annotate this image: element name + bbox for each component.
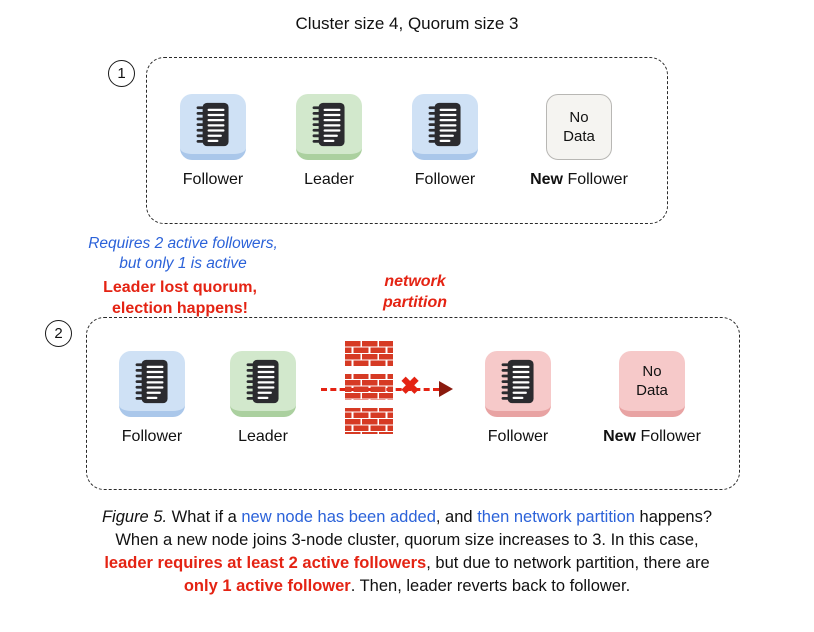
- node-label-rest: Follower: [567, 171, 628, 188]
- caption-line-2: When a new node joins 3-node cluster, qu…: [115, 531, 699, 549]
- network-partition-label: network partition: [355, 271, 475, 313]
- node-new-follower: No Data New Follower: [594, 351, 710, 446]
- notebook-icon: [426, 102, 464, 147]
- node-label-rest: Follower: [640, 428, 701, 445]
- notebook-icon: [310, 102, 348, 147]
- cluster-box-step-1: Follower Leader Follower No Data New Fol…: [146, 57, 668, 224]
- quorum-requirement-note: Requires 2 active followers, but only 1 …: [53, 234, 313, 274]
- caption-text: happens?: [634, 508, 713, 526]
- node-label: Follower: [121, 428, 183, 445]
- leader-tile: [230, 351, 296, 417]
- caption-highlight-red: only 1 active follower: [183, 577, 351, 595]
- figure-number: Figure 5.: [101, 508, 168, 526]
- caption-highlight-blue: then network partition: [477, 508, 635, 526]
- note-line: partition: [383, 294, 447, 311]
- node-label-bold: New: [530, 171, 563, 188]
- note-line: network: [384, 273, 446, 290]
- caption-line-3: leader requires at least 2 active follow…: [0, 552, 814, 575]
- caption-highlight-red: leader requires at least 2 active follow…: [104, 554, 427, 572]
- no-data-text: No Data: [563, 109, 595, 145]
- node-follower-1: Follower: [155, 94, 271, 189]
- node-label: Follower: [182, 171, 244, 188]
- node-label: Leader: [304, 171, 354, 188]
- step-2-badge: 2: [45, 320, 72, 347]
- note-line: but only 1 is active: [119, 255, 247, 272]
- node-follower-2: Follower: [387, 94, 503, 189]
- leader-tile: [296, 94, 362, 160]
- caption-line-1: Figure 5. What if a new node has been ad…: [0, 506, 814, 529]
- caption-text: , but due to network partition, there ar…: [426, 554, 710, 572]
- node-label: Leader: [238, 428, 288, 445]
- node-label: New Follower: [603, 428, 701, 446]
- notebook-icon: [194, 102, 232, 147]
- cluster-box-step-2: Follower Leader ✖: [86, 317, 740, 490]
- step-1-badge: 1: [108, 60, 135, 87]
- notebook-icon: [244, 359, 282, 404]
- caption-line-4: only 1 active follower. Then, leader rev…: [0, 575, 814, 598]
- election-note: Leader lost quorum, election happens!: [50, 277, 310, 319]
- blocked-x-icon: ✖: [399, 373, 421, 400]
- notebook-icon: [499, 359, 537, 404]
- note-line: election happens!: [111, 300, 249, 317]
- node-label: Follower: [414, 171, 476, 188]
- notebook-icon: [133, 359, 171, 404]
- no-data-tile: No Data: [619, 351, 685, 417]
- brick-wall-icon: [345, 341, 393, 434]
- caption-text: . Then, leader reverts back to follower.: [350, 577, 631, 595]
- follower-tile: [485, 351, 551, 417]
- note-line: Leader lost quorum,: [103, 279, 257, 296]
- no-data-tile: No Data: [546, 94, 612, 160]
- node-new-follower: No Data New Follower: [521, 94, 637, 189]
- follower-tile: [412, 94, 478, 160]
- figure-caption: Figure 5. What if a new node has been ad…: [0, 506, 814, 598]
- no-data-text: No Data: [636, 363, 668, 399]
- node-label: Follower: [487, 428, 549, 445]
- node-leader: Leader: [205, 351, 321, 446]
- step-number: 2: [54, 325, 63, 342]
- caption-text: , and: [435, 508, 478, 526]
- caption-highlight-blue: new node has been added: [241, 508, 436, 526]
- node-label: New Follower: [530, 171, 628, 189]
- node-label-bold: New: [603, 428, 636, 445]
- step-number: 1: [117, 65, 126, 82]
- partition-arrow-head: [439, 381, 453, 397]
- caption-text: What if a: [167, 508, 242, 526]
- figure-title: Cluster size 4, Quorum size 3: [295, 14, 519, 33]
- note-line: Requires 2 active followers,: [88, 235, 278, 252]
- follower-tile: [180, 94, 246, 160]
- node-follower-1: Follower: [94, 351, 210, 446]
- follower-tile: [119, 351, 185, 417]
- node-leader: Leader: [271, 94, 387, 189]
- node-follower-2: Follower: [460, 351, 576, 446]
